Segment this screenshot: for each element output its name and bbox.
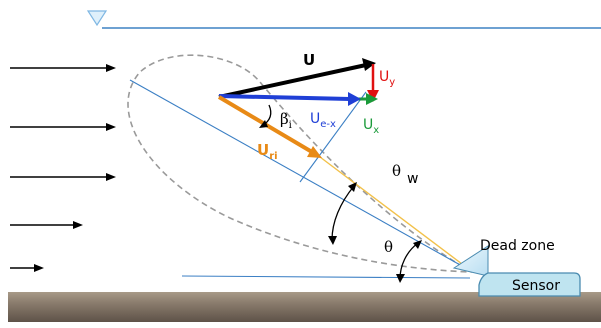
velocity-uy-arrowhead: [367, 90, 379, 102]
label-uy: Uy: [379, 69, 395, 88]
sensor-body: [478, 272, 581, 297]
theta-arrowhead-bottom: [396, 274, 405, 283]
label-beta-sub: i: [289, 120, 292, 131]
theta-w-arrowhead-top: [348, 182, 357, 192]
water-surface-marker-icon: [86, 10, 108, 27]
label-ux-sub: x: [373, 125, 379, 136]
label-uri-base: U: [257, 141, 269, 159]
label-uri-sub: ri: [269, 151, 277, 162]
flow-arrow-head: [106, 64, 116, 72]
transducer-cone: [452, 245, 489, 277]
label-ux: Ux: [363, 117, 379, 136]
theta-w-angle-arc: [331, 185, 355, 241]
sensor: Sensor: [478, 272, 581, 297]
label-beta: βi: [280, 110, 292, 131]
velocity-ux-arrowhead: [366, 93, 378, 105]
beta-angle-arrowhead: [259, 120, 268, 128]
label-uri: Uri: [257, 141, 278, 162]
theta-angle-arc: [399, 242, 419, 280]
velocity-vectors: [217, 58, 379, 158]
label-theta: θ: [384, 238, 393, 256]
label-uex-sub: e-x: [320, 119, 336, 130]
label-theta-w-symbol: θ: [392, 162, 401, 180]
label-uy-sub: y: [389, 77, 395, 88]
flow-arrow-head: [106, 173, 116, 181]
velocity-uex-arrowhead: [348, 92, 361, 106]
label-beta-base: β: [280, 110, 289, 128]
label-uex: Ue-x: [310, 111, 336, 130]
velocity-uex-arrow: [218, 94, 351, 101]
flow-arrows: [10, 64, 116, 272]
sensor-label: Sensor: [512, 278, 560, 294]
label-ux-base: U: [363, 117, 373, 133]
label-uex-base: U: [310, 111, 320, 127]
angle-markers: [259, 104, 422, 283]
label-theta-w-sub: w: [407, 171, 418, 187]
river-bed: [8, 292, 601, 322]
flow-arrow-head: [73, 221, 83, 229]
velocity-u-arrowhead: [362, 58, 376, 71]
beam-edge-near-bed: [181, 275, 471, 279]
label-dead-zone: Dead zone: [480, 238, 555, 254]
velocity-uri-arrowhead: [307, 146, 322, 158]
measurement-cross-line: [299, 91, 367, 183]
label-u: U: [303, 51, 315, 69]
velocity-u-arrow: [218, 63, 367, 99]
uri-extension-line: [319, 156, 463, 265]
theta-arrowhead-top: [413, 240, 422, 249]
beam-axis: [129, 79, 463, 267]
theta-w-arrowhead-bottom: [328, 236, 337, 245]
flow-arrow-head: [106, 123, 116, 131]
beam-lobe: [127, 54, 473, 273]
flow-arrow-head: [34, 264, 44, 272]
label-uy-base: U: [379, 69, 389, 85]
